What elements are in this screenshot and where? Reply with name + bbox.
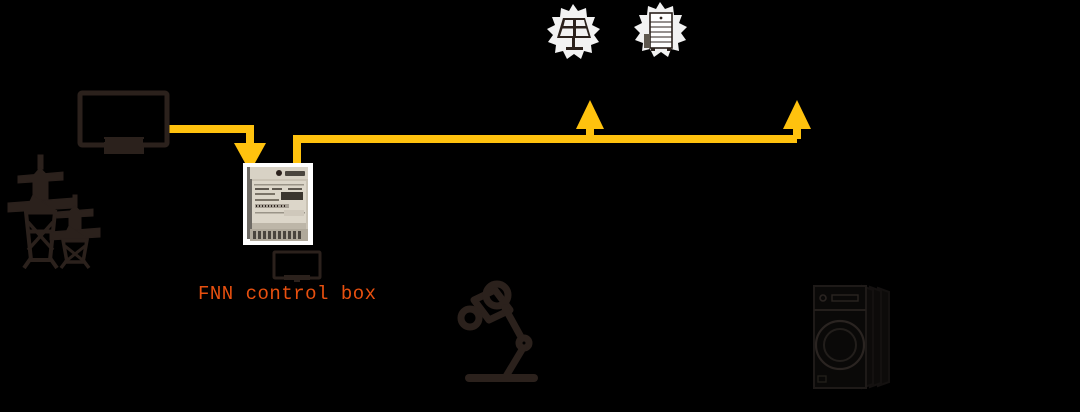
desk-lamp-icon	[457, 280, 538, 382]
battery-storage-icon[interactable]	[634, 2, 687, 57]
arrow-down-to-control-box	[234, 143, 266, 172]
washing-machine-display	[831, 294, 859, 302]
fnn-control-box-label: FNN control box	[198, 283, 377, 305]
monitor-base	[105, 138, 143, 146]
washing-machine-icon	[813, 284, 890, 390]
arrow-up-to-solar	[576, 100, 604, 129]
small-monitor-screen	[272, 250, 322, 280]
monitor-base-edge	[104, 137, 144, 139]
washing-machine-dial	[819, 294, 827, 302]
battery-indicator	[659, 16, 663, 20]
control-box-slot	[285, 171, 305, 176]
control-box-left-edge	[247, 167, 252, 239]
small-monitor-icon	[272, 250, 322, 282]
pylon-small	[49, 194, 101, 270]
control-box-led	[276, 170, 282, 176]
washing-machine-body	[813, 285, 867, 389]
solar-panel-post	[572, 38, 575, 47]
washing-machine-door-inner	[823, 328, 857, 362]
washing-machine-door-outer	[814, 319, 866, 371]
flow-lines-group	[168, 100, 811, 172]
solar-panel-icon[interactable]	[547, 4, 600, 59]
arrow-up-to-battery	[783, 100, 811, 129]
lamp-shade-ring	[457, 305, 483, 331]
solar-panel-base	[566, 47, 583, 50]
lamp-lower-arm	[501, 344, 527, 382]
pylon-large	[7, 154, 74, 270]
control-box-bus-flow	[293, 100, 811, 172]
control-box-terminals	[253, 231, 301, 239]
control-box-faceplate	[252, 181, 306, 223]
monitor-foot	[104, 145, 144, 154]
washing-machine-filter-hatch	[817, 375, 827, 383]
lamp-head-joint	[482, 280, 512, 310]
fnn-control-box-device[interactable]	[243, 163, 313, 245]
monitor-icon	[77, 90, 170, 154]
small-monitor-base	[284, 275, 310, 280]
battery-shelves	[650, 21, 672, 43]
control-box-display	[281, 192, 303, 200]
battery-side-unit	[644, 34, 650, 48]
flow-path-bus	[293, 135, 797, 172]
lamp-upper-arm	[501, 304, 525, 341]
monitor-to-control-box-flow	[168, 125, 266, 172]
electricity-pylons-icon	[7, 154, 101, 270]
